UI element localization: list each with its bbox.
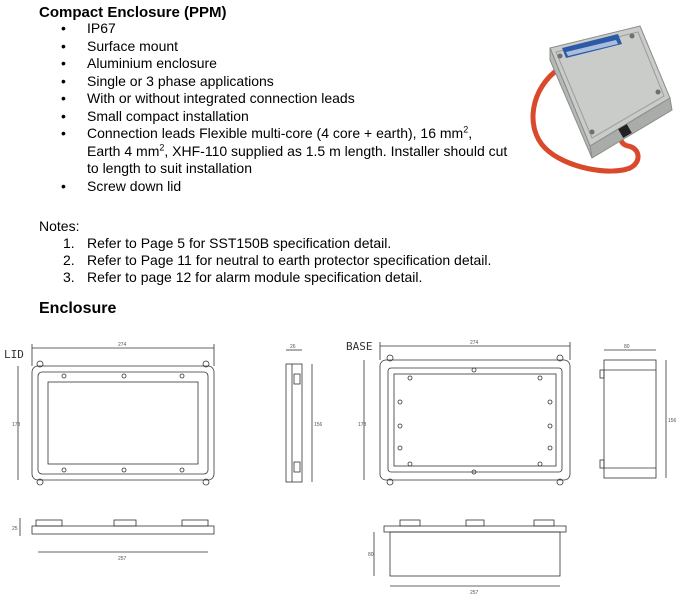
feature-text: With or without integrated connection le… xyxy=(87,90,355,106)
feature-item: • Aluminium enclosure xyxy=(39,55,519,73)
feature-text: Screw down lid xyxy=(87,177,182,194)
feature-text-c: Earth 4 mm xyxy=(87,142,160,159)
feature-text-d: , XHF-110 supplied as 1.5 m length. Inst… xyxy=(87,142,508,177)
lid-height-dim: 173 xyxy=(12,422,21,428)
base-height-dim: 173 xyxy=(358,422,367,428)
feature-list: • IP67 • Surface mount • Aluminium enclosur… xyxy=(39,20,519,195)
enclosure-photo xyxy=(530,25,673,174)
feature-text: IP67 xyxy=(87,20,116,36)
superscript: 2 xyxy=(463,124,469,135)
base-front-view xyxy=(363,342,571,486)
feature-item: • Screw down lid xyxy=(39,178,519,196)
feature-text: Single or 3 phase applications xyxy=(87,72,274,89)
note-text: Refer to page 12 for alarm module specif… xyxy=(87,269,423,285)
superscript: 2 xyxy=(159,141,165,152)
feature-item: • Small compact installation xyxy=(39,108,519,126)
lid-label: LID xyxy=(4,348,24,361)
notes-label: Notes: xyxy=(39,218,80,234)
base-width-dim: 274 xyxy=(470,340,479,346)
bullet: • xyxy=(61,125,66,141)
bullet: • xyxy=(61,37,66,54)
lid-side-width-dim: 26 xyxy=(290,344,296,350)
note-item: 1. Refer to Page 5 for SST150B specificat… xyxy=(39,235,491,252)
base-bottom-height-dim: 80 xyxy=(368,552,374,558)
feature-item: • With or without integrated connection l… xyxy=(39,90,519,108)
note-item: 3. Refer to page 12 for alarm module spec… xyxy=(39,269,491,286)
lid-width-dim: 274 xyxy=(118,342,127,348)
feature-text-a: Connection leads Flexible multi-core (4 … xyxy=(87,125,464,141)
bullet: • xyxy=(61,55,66,71)
lid-bottom-width-dim: 257 xyxy=(118,556,127,562)
lid-front-view xyxy=(17,344,215,486)
base-side-height-dim: 156 xyxy=(668,418,677,424)
note-text: Refer to Page 5 for SST150B specificatio… xyxy=(87,235,392,251)
base-label: BASE xyxy=(346,340,373,353)
enclosure-title: Enclosure xyxy=(39,300,117,317)
lid-side-view xyxy=(285,349,313,483)
lid-bottom-height-dim: 25 xyxy=(12,526,18,532)
feature-item: • Surface mount xyxy=(39,38,519,56)
feature-item: • IP67 xyxy=(39,20,519,38)
bullet: • xyxy=(61,177,66,194)
note-number: 3. xyxy=(63,269,75,285)
section-title: Compact Enclosure (PPM) xyxy=(39,4,227,21)
bullet: • xyxy=(61,20,66,36)
base-bottom-view xyxy=(373,519,567,587)
feature-text: Aluminium enclosure xyxy=(87,55,217,71)
base-bottom-width-dim: 257 xyxy=(470,590,479,596)
enclosure-drawings: LID BASE 274 173 26 156 257 25 274 173 8… xyxy=(4,340,677,596)
feature-item: • Single or 3 phase applications xyxy=(39,73,519,91)
feature-text: Small compact installation xyxy=(87,107,249,124)
bullet: • xyxy=(61,72,66,89)
feature-text: Surface mount xyxy=(87,37,179,54)
note-number: 2. xyxy=(63,252,75,268)
feature-item-leads: • Connection leads Flexible multi-core (4… xyxy=(39,125,519,178)
base-side-width-dim: 80 xyxy=(624,344,630,350)
note-number: 1. xyxy=(63,235,75,251)
note-text: Refer to Page 11 for neutral to earth pr… xyxy=(87,252,492,268)
lid-side-height-dim: 156 xyxy=(314,422,323,428)
feature-text-b: , xyxy=(468,125,473,141)
bullet: • xyxy=(61,107,66,124)
note-item: 2. Refer to Page 11 for neutral to earth … xyxy=(39,252,491,269)
notes-list: 1. Refer to Page 5 for SST150B specificat… xyxy=(39,235,491,286)
bullet: • xyxy=(61,90,66,106)
lid-bottom-view xyxy=(19,518,215,553)
base-side-view xyxy=(599,349,667,479)
